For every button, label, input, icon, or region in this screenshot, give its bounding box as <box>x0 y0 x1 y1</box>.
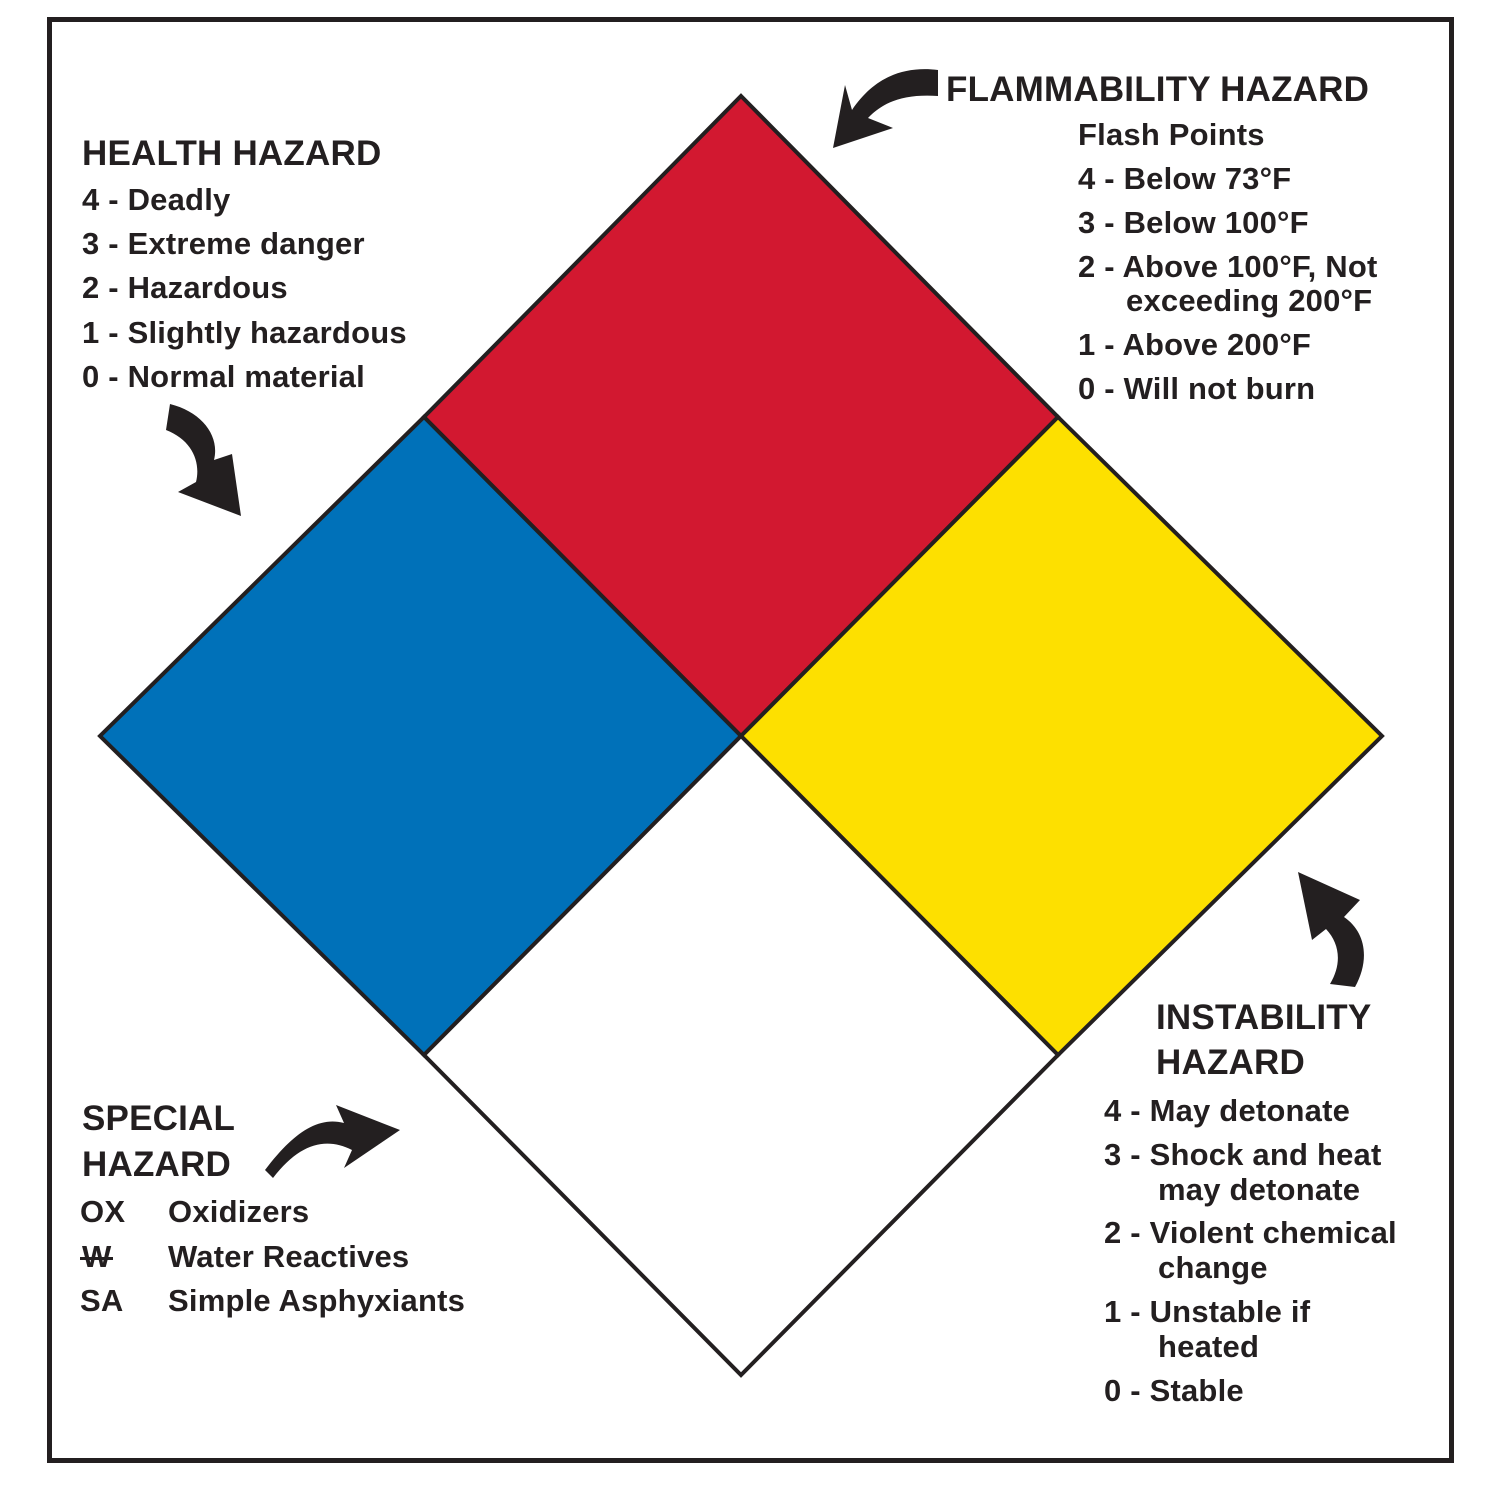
instability-arrow-icon <box>1298 872 1364 987</box>
water-reactive-symbol: W <box>80 1239 114 1274</box>
flammability-item-continued: exceeding 200°F <box>1126 283 1373 318</box>
instability-item-continued: may detonate <box>1158 1172 1361 1207</box>
flammability-hazard-title: FLAMMABILITY HAZARD <box>946 70 1370 109</box>
health-item: 0 - Normal material <box>82 359 365 394</box>
health-arrow-icon <box>166 404 241 516</box>
instability-item: 4 - May detonate <box>1104 1093 1351 1128</box>
special-code-w: W <box>82 1239 111 1274</box>
flammability-item: 0 - Will not burn <box>1078 371 1316 406</box>
special-hazard-title-line2: HAZARD <box>82 1145 231 1184</box>
health-item: 3 - Extreme danger <box>82 226 365 261</box>
special-arrow-icon <box>265 1105 400 1178</box>
health-hazard-title: HEALTH HAZARD <box>82 134 382 173</box>
instability-hazard-title: INSTABILITY <box>1156 998 1372 1037</box>
health-item: 1 - Slightly hazardous <box>82 315 407 350</box>
sign-border <box>47 17 1454 1463</box>
health-item: 2 - Hazardous <box>82 270 288 305</box>
special-label-oxidizers: Oxidizers <box>168 1194 310 1229</box>
strikethrough-line <box>80 1257 114 1261</box>
flammability-item: 1 - Above 200°F <box>1078 327 1312 362</box>
instability-item-continued: change <box>1158 1250 1268 1285</box>
special-label-simple-asphyxiants: Simple Asphyxiants <box>168 1283 466 1318</box>
flammability-item: 4 - Below 73°F <box>1078 161 1292 196</box>
instability-item-continued: heated <box>1158 1329 1260 1364</box>
special-label-water-reactives: Water Reactives <box>168 1239 410 1274</box>
instability-item: 2 - Violent chemical <box>1104 1215 1397 1250</box>
special-code-sa: SA <box>80 1283 124 1318</box>
flammability-item: 2 - Above 100°F, Not <box>1078 249 1378 284</box>
instability-item: 0 - Stable <box>1104 1373 1244 1408</box>
instability-item: 1 - Unstable if <box>1104 1294 1311 1329</box>
health-item: 4 - Deadly <box>82 182 231 217</box>
instability-hazard-title-line2: HAZARD <box>1156 1043 1305 1082</box>
flammability-subtitle: Flash Points <box>1078 117 1265 152</box>
flammability-item: 3 - Below 100°F <box>1078 205 1309 240</box>
special-hazard-title: SPECIAL <box>82 1099 236 1138</box>
flammability-arrow-icon <box>833 69 938 148</box>
special-quadrant <box>421 733 1061 1378</box>
instability-item: 3 - Shock and heat <box>1104 1137 1382 1172</box>
special-code-ox: OX <box>80 1194 126 1229</box>
